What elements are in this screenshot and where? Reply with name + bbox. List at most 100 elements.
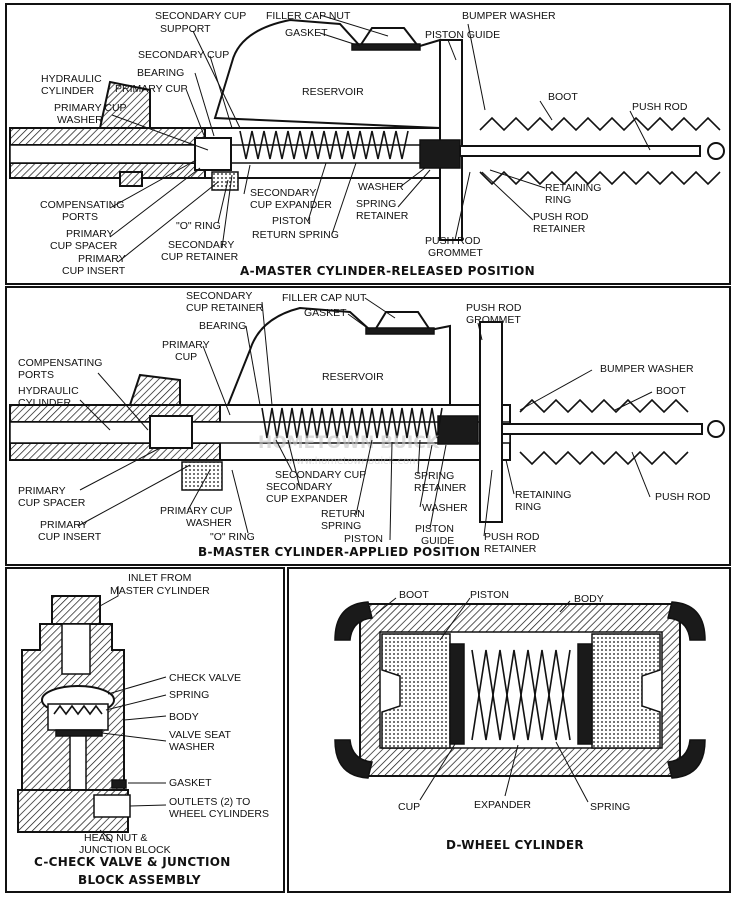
label-b-return-spring-1: RETURN — [321, 508, 365, 520]
label-d-spring: SPRING — [590, 801, 630, 813]
primary-cup-insert-a — [211, 171, 239, 191]
label-b-primary-cup-2: CUP — [175, 351, 197, 363]
push-rod-a — [459, 145, 701, 157]
label-a-o-ring: "O" RING — [176, 220, 221, 232]
boot-right-top — [667, 601, 706, 641]
label-c-head-nut-1: HEAD NUT & — [84, 832, 147, 844]
label-a-secondary-cup-support-1: SECONDARY CUP — [155, 10, 246, 22]
label-a-primary-cup: PRIMARY CUP — [115, 83, 188, 95]
panel-a-labels: FILLER CAP NUT GASKET SECONDARY CUP SUPP… — [40, 10, 688, 278]
panel-b-leaders — [77, 297, 653, 541]
label-a-primary-cup-insert-1: PRIMARY — [78, 253, 126, 265]
label-b-primary-cup-1: PRIMARY — [162, 339, 210, 351]
label-a-primary-cup-insert-2: CUP INSERT — [62, 265, 126, 277]
outlet-port — [93, 794, 131, 818]
label-b-hydraulic-cylinder-2: CYLINDER — [18, 397, 72, 409]
label-b-filler-cap-nut: FILLER CAP NUT — [282, 292, 367, 304]
cylinder-wall-top — [9, 127, 206, 146]
label-a-push-rod-retainer-2: RETAINER — [533, 223, 586, 235]
label-c-head-nut-2: JUNCTION BLOCK — [79, 844, 171, 856]
mounting-flange-b — [479, 321, 503, 523]
label-c-inlet-2: MASTER CYLINDER — [110, 585, 210, 597]
label-a-secondary-cup-support-2: SUPPORT — [160, 23, 211, 35]
piston-a — [194, 137, 232, 171]
inlet-fitting — [51, 595, 101, 625]
return-spring-a — [239, 130, 409, 160]
panel-a-frame — [5, 3, 731, 285]
label-a-secondary-cup: SECONDARY CUP — [138, 49, 229, 61]
panel-d-drawing — [334, 601, 706, 779]
label-a-compensating-ports-1: COMPENSATING — [40, 199, 124, 211]
caption-b: B-MASTER CYLINDER-APPLIED POSITION — [198, 545, 480, 559]
label-a-filler-cap-nut: FILLER CAP NUT — [266, 10, 351, 22]
piston-guide-a — [419, 139, 461, 169]
label-a-secondary-cup-retainer-1: SECONDARY — [168, 239, 234, 251]
label-b-primary-cup-washer-2: WASHER — [186, 517, 232, 529]
caption-d: D-WHEEL CYLINDER — [446, 838, 584, 852]
label-d-piston: PISTON — [470, 589, 509, 601]
label-b-push-rod-retainer-1: PUSH ROD — [484, 531, 540, 543]
piston-guide-b — [437, 415, 479, 445]
label-a-hydraulic-cylinder-1: HYDRAULIC — [41, 73, 102, 85]
panel-c-leaders — [99, 586, 167, 843]
label-b-o-ring: "O" RING — [210, 531, 255, 543]
boot-top-a — [479, 116, 721, 132]
label-b-compensating-ports-1: COMPENSATING — [18, 357, 102, 369]
label-b-piston: PISTON — [344, 533, 383, 545]
label-b-secondary-cup-expander-1: SECONDARY — [266, 481, 332, 493]
label-c-valve-seat-washer-1: VALVE SEAT — [169, 729, 231, 741]
boot-left-top — [334, 601, 373, 641]
panel-b-drawing — [9, 306, 725, 523]
panel-d-leaders — [375, 597, 589, 803]
label-c-outlets-2: WHEEL CYLINDERS — [169, 808, 269, 820]
caption-c-2: BLOCK ASSEMBLY — [78, 873, 201, 887]
label-a-compensating-ports-2: PORTS — [62, 211, 98, 223]
label-b-primary-cup-insert-2: CUP INSERT — [38, 531, 102, 543]
panel-b-frame — [5, 286, 731, 566]
label-a-secondary-cup-retainer-2: CUP RETAINER — [161, 251, 239, 263]
gasket-b — [365, 327, 435, 335]
panel-d-frame — [287, 567, 731, 893]
label-d-expander: EXPANDER — [474, 799, 531, 811]
label-c-outlets-1: OUTLETS (2) TO — [169, 796, 250, 808]
label-b-gasket: GASKET — [304, 307, 347, 319]
watermark: HOMETOWN BUICK www.hometownbuick.com — [258, 433, 440, 467]
panel-c-frame — [5, 567, 285, 893]
label-a-spring-retainer-2: RETAINER — [356, 210, 409, 222]
valve-chamber — [47, 703, 109, 731]
label-b-primary-cup-spacer-1: PRIMARY — [18, 485, 66, 497]
panel-c-labels: INLET FROM MASTER CYLINDER CHECK VALVE S… — [34, 572, 269, 887]
label-a-washer: WASHER — [358, 181, 404, 193]
push-rod-ball-a — [707, 142, 725, 160]
label-b-push-rod: PUSH ROD — [655, 491, 711, 503]
label-b-retaining-ring-2: RING — [515, 501, 541, 513]
label-b-push-rod-grommet-1: PUSH ROD — [466, 302, 522, 314]
label-b-retaining-ring-1: RETAINING — [515, 489, 571, 501]
label-a-push-rod-grommet-1: PUSH ROD — [425, 235, 481, 247]
boot-right-bottom — [667, 739, 706, 779]
label-b-piston-guide-1: PISTON — [415, 523, 454, 535]
piston-b — [149, 415, 193, 449]
watermark-line-1: HOMETOWN BUICK — [258, 433, 440, 453]
label-a-secondary-cup-expander-2: CUP EXPANDER — [250, 199, 332, 211]
label-b-push-rod-retainer-2: RETAINER — [484, 543, 537, 555]
label-b-primary-cup-spacer-2: CUP SPACER — [18, 497, 86, 509]
boot-bottom-b — [519, 450, 689, 466]
label-b-spring-retainer-1: SPRING — [414, 470, 454, 482]
label-c-gasket: GASKET — [169, 777, 212, 789]
valve-seat-washer — [55, 729, 103, 737]
label-b-bumper-washer: BUMPER WASHER — [600, 363, 694, 375]
label-b-push-rod-grommet-2: GROMMET — [466, 314, 521, 326]
label-b-secondary-cup-retainer-1: SECONDARY — [186, 290, 252, 302]
label-c-inlet-1: INLET FROM — [128, 572, 191, 584]
port-plug — [119, 171, 143, 187]
caption-a: A-MASTER CYLINDER-RELEASED POSITION — [240, 264, 535, 278]
label-b-reservoir: RESERVOIR — [322, 371, 384, 383]
label-b-return-spring-2: SPRING — [321, 520, 361, 532]
label-b-hydraulic-cylinder-1: HYDRAULIC — [18, 385, 79, 397]
label-a-hydraulic-cylinder-2: CYLINDER — [41, 85, 95, 97]
panel-b-labels: SECONDARY CUP RETAINER FILLER CAP NUT GA… — [18, 290, 711, 559]
caption-c-1: C-CHECK VALVE & JUNCTION — [34, 855, 231, 869]
label-a-boot: BOOT — [548, 91, 578, 103]
